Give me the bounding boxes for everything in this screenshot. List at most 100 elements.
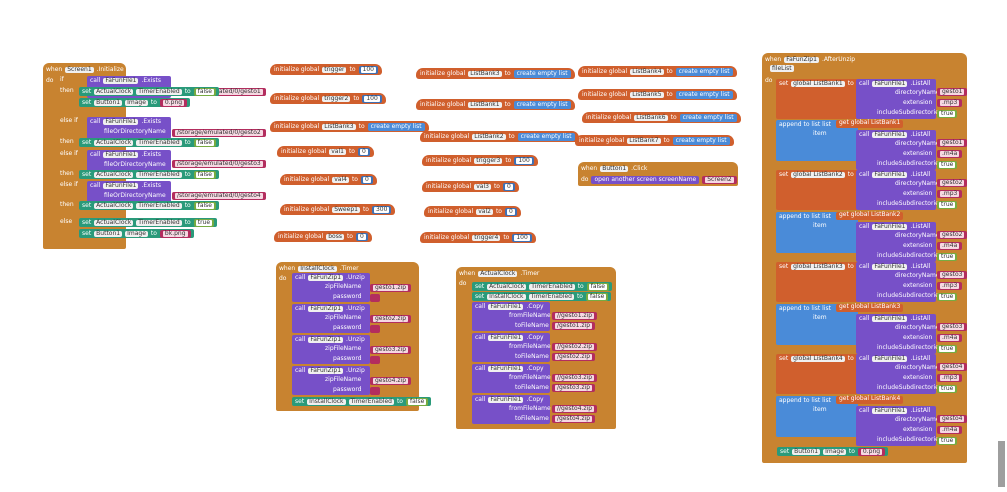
create-empty-list-block[interactable]: create empty list (679, 113, 737, 122)
fafunfile1-component[interactable]: FaFunFile1 (488, 303, 524, 310)
include-subdirectories-boolean[interactable]: true (937, 437, 958, 445)
component-dropdown[interactable]: ActualClock (94, 201, 134, 209)
number-value[interactable]: 300 (371, 205, 392, 214)
from-filename-string[interactable]: //gesto3.zip (552, 374, 598, 382)
fafunfile1-component[interactable]: FaFunFile1 (103, 77, 139, 84)
global-target-dropdown[interactable]: global ListBank3 (791, 263, 845, 270)
include-subdirectories-boolean[interactable]: true (937, 345, 958, 353)
extension-string[interactable]: .mp3 (937, 99, 963, 107)
directory-name-string[interactable]: gesto2 (937, 179, 968, 187)
property-dropdown[interactable]: TimerEnabled (136, 87, 182, 95)
fafunfile1-component[interactable]: FaFunFile1 (103, 151, 139, 158)
include-subdirectories-boolean[interactable]: true (937, 201, 958, 209)
fafunfile1-component[interactable]: FaFunFile1 (488, 396, 524, 403)
screen-name-string[interactable]: Screen2 (702, 176, 737, 184)
include-subdirectories-boolean[interactable]: true (937, 293, 958, 301)
directory-name-string[interactable]: gesto3 (937, 323, 968, 331)
fafunzip1-component[interactable]: FaFunZip1 (308, 336, 344, 343)
fafunfile1-component[interactable]: FaFunFile1 (872, 171, 908, 178)
include-subdirectories-boolean[interactable]: true (937, 110, 958, 118)
create-empty-list-block[interactable]: create empty list (513, 100, 571, 109)
to-filename-string[interactable]: /gesto1.zip (552, 322, 596, 330)
component-dropdown[interactable]: Button1 (94, 229, 123, 237)
global-target-dropdown[interactable]: global ListBank1 (791, 80, 845, 87)
zip-filename-string[interactable]: gesto3.zip (370, 346, 411, 354)
from-filename-string[interactable]: //gesto1.zip (552, 312, 598, 320)
fafunzip1-component[interactable]: FaFunZip1 (308, 305, 344, 312)
fafunfile1-component[interactable]: FaFunFile1 (872, 80, 908, 87)
image-string[interactable]: bk.png (159, 229, 191, 238)
number-value[interactable]: 100 (512, 233, 532, 242)
global-name-field[interactable]: ListBank5 (630, 90, 664, 98)
password-string[interactable] (370, 387, 380, 395)
create-empty-list-block[interactable]: create empty list (513, 69, 571, 78)
boolean-value[interactable]: false (193, 138, 216, 147)
property-dropdown[interactable]: TimerEnabled (136, 218, 182, 226)
component-dropdown[interactable]: ActualClock (94, 87, 134, 95)
directory-name-string[interactable]: gesto4 (937, 363, 968, 371)
button1-click-event[interactable]: when Button1 .Click do open another scre… (578, 162, 738, 186)
file-path-string[interactable]: /storage/emulated/0/gesto2 (172, 129, 266, 137)
number-value[interactable]: 100 (514, 156, 534, 165)
get-global-block[interactable]: get global ListBank1 (836, 120, 904, 128)
extension-string[interactable]: .m4a (937, 334, 963, 342)
fafunfile1-component[interactable]: FaFunFile1 (488, 365, 524, 372)
to-filename-string[interactable]: /gesto3.zip (552, 384, 596, 392)
create-empty-list-block[interactable]: create empty list (675, 67, 733, 76)
property-dropdown[interactable]: TimerEnabled (348, 397, 394, 405)
boolean-value[interactable]: false (193, 170, 216, 179)
file-path-string[interactable]: /storage/emulated/0/gesto4 (172, 192, 266, 200)
global-name-field[interactable]: val2 (476, 207, 493, 215)
get-global-block[interactable]: get global ListBank2 (836, 212, 904, 220)
open-another-screen-call[interactable]: open another screen screenName (591, 176, 700, 184)
extension-string[interactable]: .mp3 (937, 282, 963, 290)
global-name-field[interactable]: ListBank1 (468, 100, 502, 108)
password-string[interactable] (370, 325, 380, 333)
create-empty-list-block[interactable]: create empty list (367, 122, 425, 131)
property-dropdown[interactable]: Image (125, 229, 148, 237)
boolean-value[interactable]: false (193, 87, 216, 96)
get-global-block[interactable]: get global ListBank4 (836, 396, 904, 404)
fafunfile1-component[interactable]: FaFunFile1 (103, 182, 139, 189)
fafunzip1-component[interactable]: FaFunZip1 (784, 56, 819, 63)
directory-name-string[interactable]: gesto2 (937, 231, 968, 239)
directory-name-string[interactable]: gesto1 (937, 139, 968, 147)
fafunfile1-component[interactable]: FaFunFile1 (872, 355, 908, 362)
number-value[interactable]: 0 (360, 175, 373, 184)
fafunfile1-component[interactable]: FaFunFile1 (872, 263, 908, 270)
fafunfile1-component[interactable]: FaFunFile1 (872, 223, 908, 230)
boolean-value[interactable]: false (585, 292, 609, 301)
extension-string[interactable]: .mp3 (937, 374, 963, 382)
global-name-field[interactable]: val3 (474, 182, 491, 190)
password-string[interactable] (370, 294, 380, 302)
create-empty-list-block[interactable]: create empty list (672, 136, 730, 145)
global-name-field[interactable]: ListBank3 (322, 122, 356, 130)
fafunzip1-component[interactable]: FaFunZip1 (308, 367, 344, 374)
number-value[interactable]: 0 (355, 232, 368, 241)
